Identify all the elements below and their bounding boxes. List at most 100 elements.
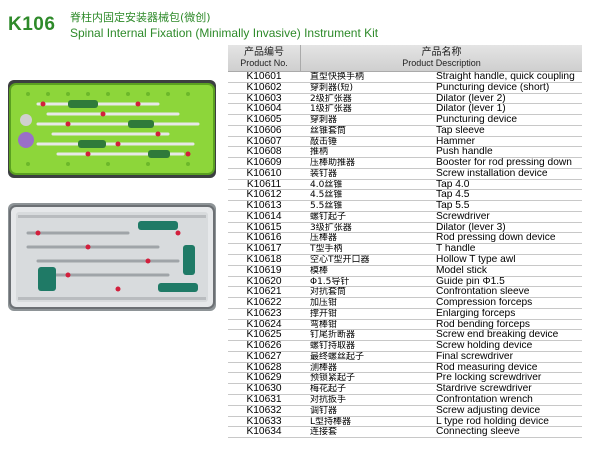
product-no-cell: K10621 xyxy=(246,286,282,298)
product-no-cell: K10627 xyxy=(246,350,282,362)
table-row: K10615 3级扩张器 Dilator (lever 3) xyxy=(228,221,582,234)
product-no-cell: K10625 xyxy=(246,329,282,341)
product-no-cell: K10624 xyxy=(246,318,282,330)
product-no-cell: K10608 xyxy=(246,146,282,158)
product-no-cell: K10632 xyxy=(246,404,282,416)
product-no-cell: K10630 xyxy=(246,383,282,395)
header-no-cn: 产品编号 xyxy=(244,47,284,58)
chinese-name-cell: 最终螺丝起子 xyxy=(310,351,365,362)
chinese-name-cell: 预锁紧起子 xyxy=(310,373,356,384)
english-description-cell: Push handle xyxy=(436,147,493,158)
product-no-cell: K10633 xyxy=(246,415,282,427)
english-description-cell: Screw installation device xyxy=(436,168,548,179)
chinese-name-cell: 穿刺器 xyxy=(310,115,338,125)
product-no-cell: K10615 xyxy=(246,221,282,233)
table-row: K10631 对抗扳手 Confrontation wrench xyxy=(228,393,582,406)
chinese-name-cell: 连接套 xyxy=(310,427,338,438)
english-description-cell: Straight handle, quick coupling xyxy=(436,72,575,82)
table-row: K10628 测棒器 Rod measuring device xyxy=(228,361,582,374)
chinese-name-cell: L型持棒器 xyxy=(310,416,352,427)
english-description-cell: Rod measuring device xyxy=(436,362,538,373)
chinese-name-cell: 对抗扳手 xyxy=(310,394,347,405)
product-no-cell: K10628 xyxy=(246,361,282,373)
product-no-cell: K10619 xyxy=(246,264,282,276)
instrument-tray-bottom-photo xyxy=(8,203,216,311)
english-description-cell: L type rod holding device xyxy=(436,416,549,427)
english-description-cell: Confrontation wrench xyxy=(436,394,533,405)
chinese-name-cell: 对抗套筒 xyxy=(310,287,347,298)
table-row: K10610 装钉器 Screw installation device xyxy=(228,167,582,180)
product-no-cell: K10612 xyxy=(246,189,282,201)
product-no-cell: K10629 xyxy=(246,372,282,384)
table-row: K10630 梅花起子 Stardrive screwdriver xyxy=(228,383,582,395)
english-description-cell: Pre locking screwdriver xyxy=(436,373,542,384)
chinese-name-cell: 推柄 xyxy=(310,147,329,158)
product-no-cell: K10617 xyxy=(246,243,282,255)
english-description-cell: Dilator (lever 3) xyxy=(436,222,506,233)
product-no-cell: K10609 xyxy=(246,157,282,169)
chinese-name-cell: 弯棒钳 xyxy=(310,319,338,330)
chinese-name-cell: T型手柄 xyxy=(310,244,343,255)
chinese-name-cell: 加压钳 xyxy=(310,298,338,308)
product-no-cell: K10631 xyxy=(246,393,282,405)
chinese-name-cell: 装钉器 xyxy=(310,168,338,179)
chinese-name-cell: 丝锥套筒 xyxy=(310,125,347,136)
chinese-name-cell: 4.5丝锥 xyxy=(310,190,343,201)
chinese-name-cell: 4.0丝锥 xyxy=(310,179,343,190)
instrument-tray-top-photo xyxy=(8,80,216,178)
chinese-name-cell: 压棒助推器 xyxy=(310,158,356,168)
english-description-cell: Screw end breaking device xyxy=(436,330,559,341)
product-no-cell: K10611 xyxy=(246,178,282,190)
english-description-cell: Tap 4.0 xyxy=(436,179,470,190)
product-no-cell: K10613 xyxy=(246,200,282,212)
chinese-name-cell: 敲击锤 xyxy=(310,136,338,147)
english-description-cell: Tap 4.5 xyxy=(436,190,470,201)
product-no-cell: K10614 xyxy=(246,210,282,222)
product-no-cell: K10602 xyxy=(246,81,282,93)
english-description-cell: Rod pressing down device xyxy=(436,233,556,244)
product-no-cell: K10626 xyxy=(246,340,282,352)
chinese-name-cell: 螺钉起子 xyxy=(310,211,347,222)
chinese-name-cell: 测棒器 xyxy=(310,362,338,373)
product-no-cell: K10622 xyxy=(246,297,282,309)
chinese-name-cell: 撑开钳 xyxy=(310,308,338,319)
chinese-name-cell: 钉尾折断器 xyxy=(310,330,356,341)
table-row: K10608 推柄 Push handle xyxy=(228,146,582,159)
product-no-cell: K10607 xyxy=(246,135,282,147)
english-description-cell: Puncturing device (short) xyxy=(436,82,550,93)
english-description-cell: Final screwdriver xyxy=(436,351,513,362)
product-no-cell: K10610 xyxy=(246,167,282,179)
english-description-cell: Compression forceps xyxy=(436,298,533,308)
table-row: K10622 加压钳 Compression forceps xyxy=(228,297,582,309)
chinese-name-cell: Φ1.5导针 xyxy=(310,276,350,287)
product-no-cell: K10605 xyxy=(246,114,282,126)
english-description-cell: Connecting sleeve xyxy=(436,427,520,438)
english-description-cell: Stardrive screwdriver xyxy=(436,384,532,394)
chinese-name-cell: 3级扩张器 xyxy=(310,222,352,233)
chinese-name-cell: 梅花起子 xyxy=(310,384,347,394)
english-description-cell: Guide pin Φ1.5 xyxy=(436,276,505,287)
product-no-cell: K10616 xyxy=(246,232,282,244)
table-row: K10632 调钉器 Screw adjusting device xyxy=(228,404,582,417)
chinese-name-cell: 模棒 xyxy=(310,265,329,276)
english-description-cell: Screw holding device xyxy=(436,341,533,351)
table-row: K10611 4.0丝锥 Tap 4.0 xyxy=(228,178,582,191)
english-description-cell: Dilator (lever 2) xyxy=(436,93,506,104)
english-description-cell: Hollow T type awl xyxy=(436,255,516,265)
english-description-cell: Screw adjusting device xyxy=(436,405,541,416)
chinese-name-cell: 调钉器 xyxy=(310,405,338,416)
